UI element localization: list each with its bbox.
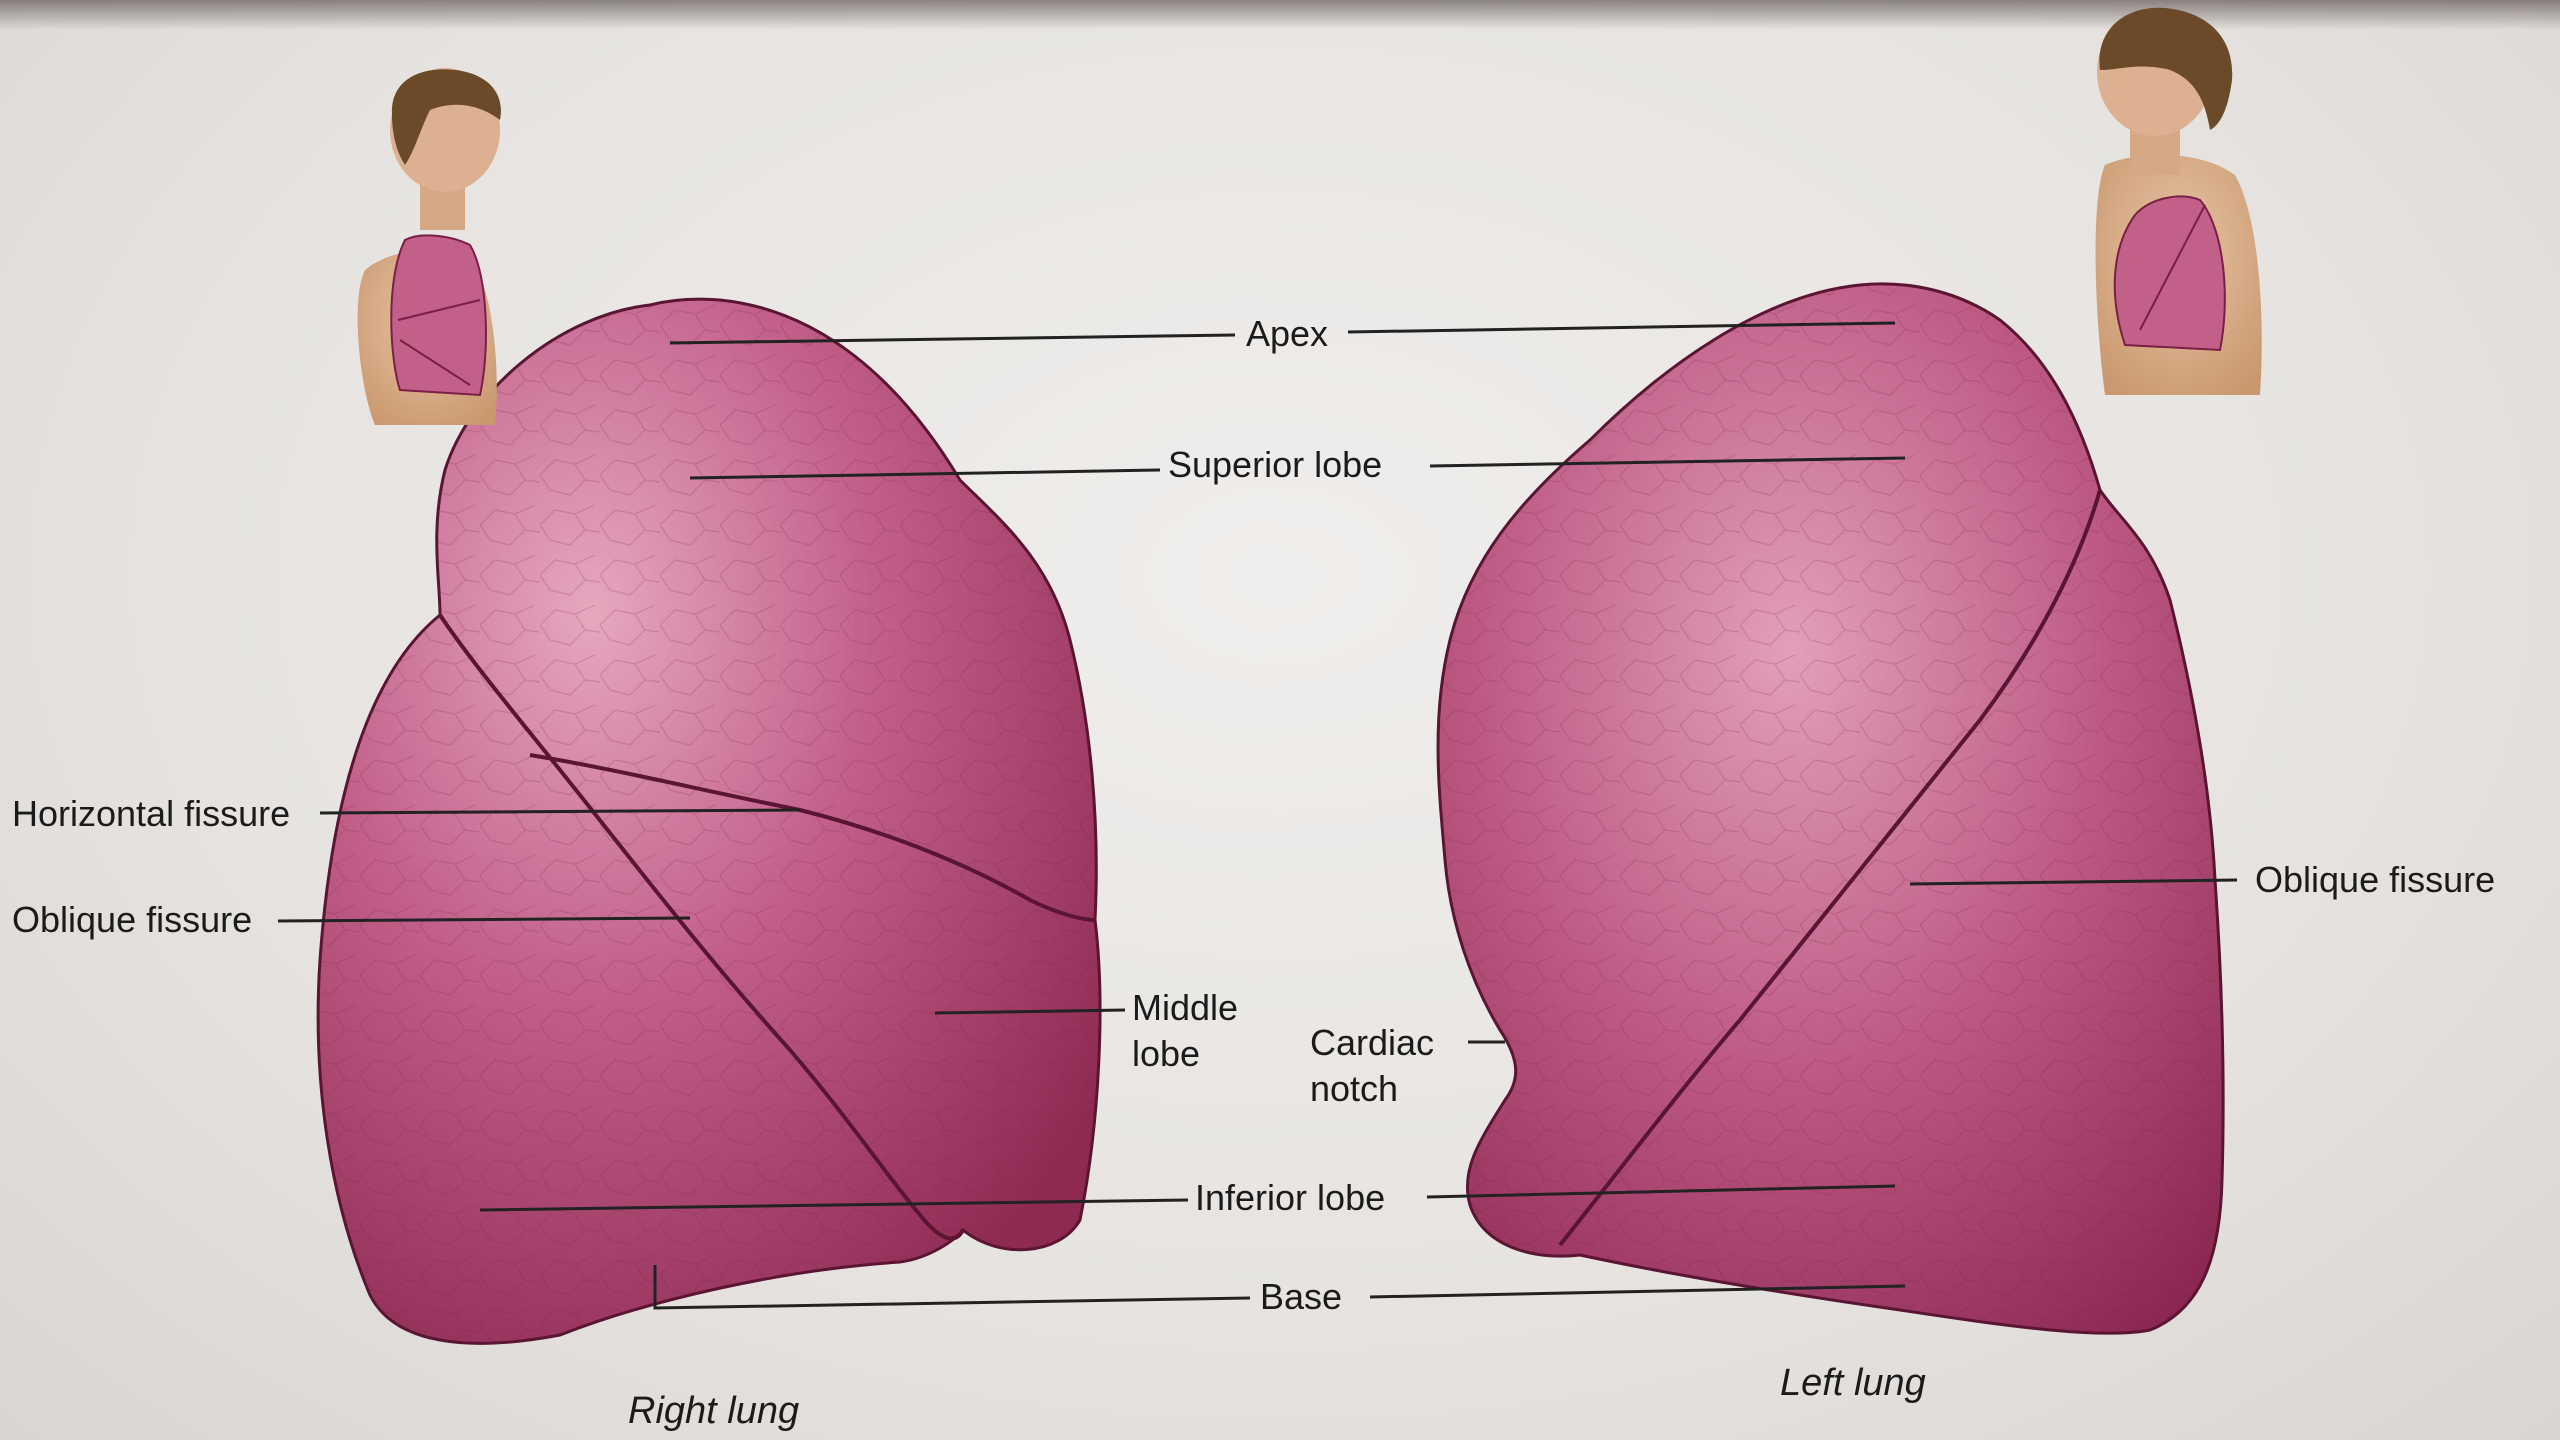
label-cardiac-notch-line1: Cardiac	[1310, 1020, 1434, 1066]
label-horizontal-fissure: Horizontal fissure	[12, 792, 290, 836]
left-lung	[1438, 284, 2223, 1333]
label-middle-lobe-line1: Middle	[1132, 985, 1238, 1031]
label-middle-lobe: Middle lobe	[1132, 985, 1238, 1077]
caption-right-lung: Right lung	[628, 1390, 799, 1433]
left-body-figure	[358, 68, 501, 425]
label-cardiac-notch-line2: notch	[1310, 1066, 1434, 1112]
label-inferior-lobe: Inferior lobe	[1195, 1176, 1385, 1220]
right-lung	[318, 299, 1100, 1343]
label-oblique-fissure-left: Oblique fissure	[2255, 858, 2495, 902]
label-cardiac-notch: Cardiac notch	[1310, 1020, 1434, 1112]
label-apex: Apex	[1246, 312, 1328, 356]
caption-left-lung: Left lung	[1780, 1362, 1926, 1405]
label-oblique-fissure-right: Oblique fissure	[12, 898, 252, 942]
label-superior-lobe: Superior lobe	[1168, 443, 1382, 487]
label-base: Base	[1260, 1275, 1342, 1319]
label-middle-lobe-line2: lobe	[1132, 1031, 1238, 1077]
right-body-figure	[2096, 8, 2262, 395]
